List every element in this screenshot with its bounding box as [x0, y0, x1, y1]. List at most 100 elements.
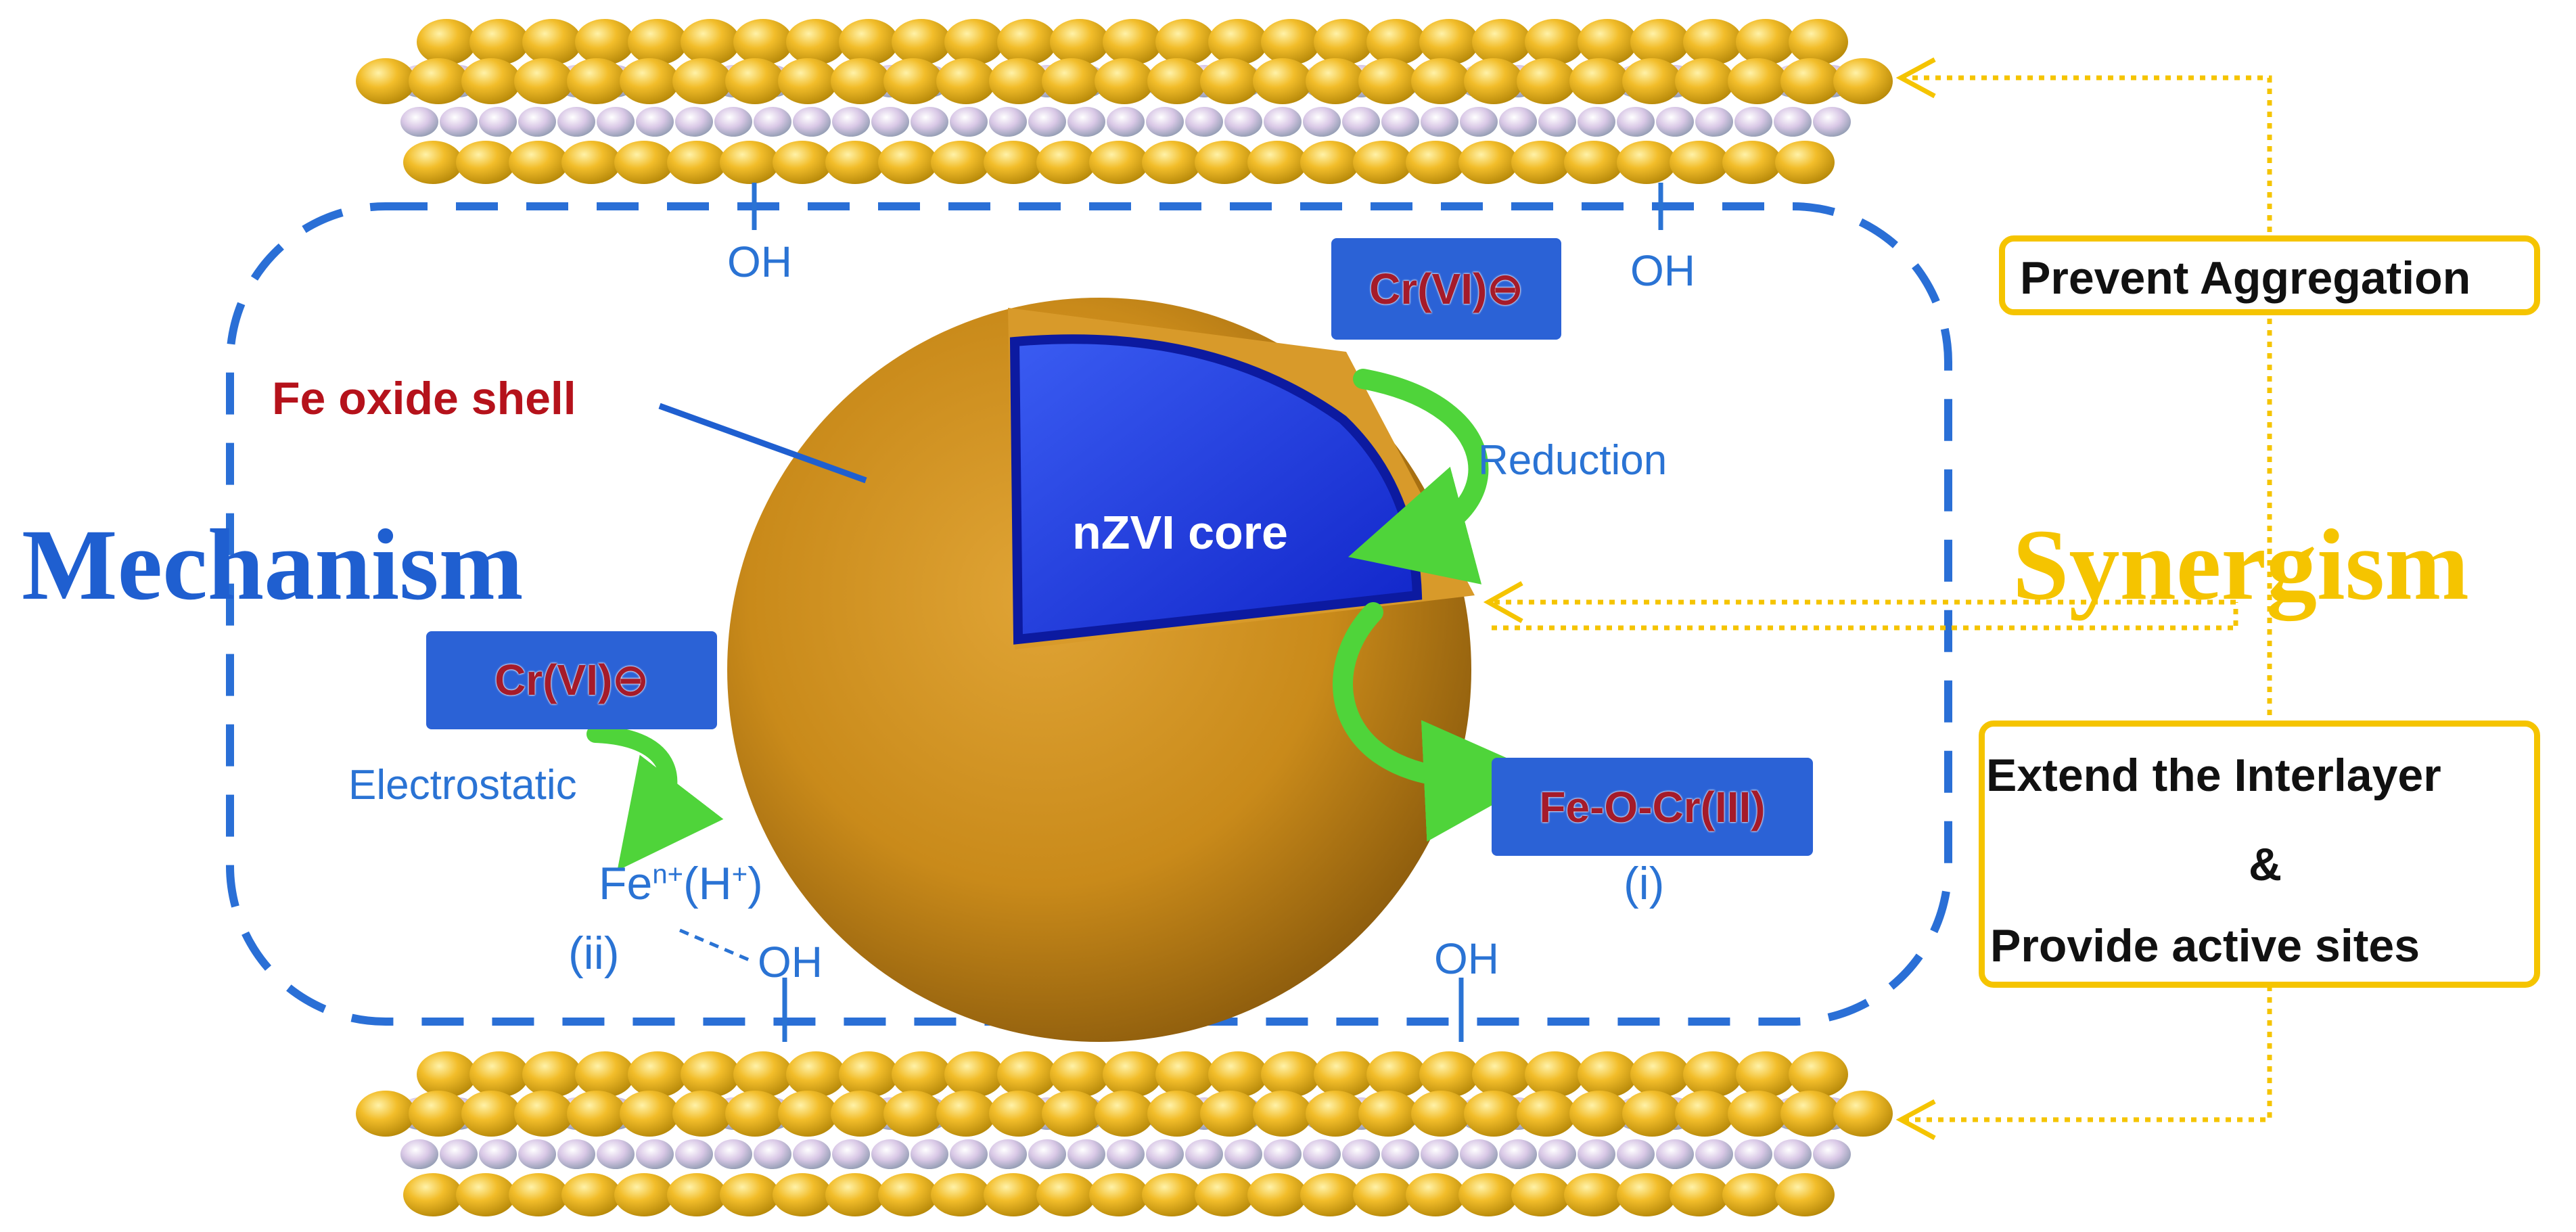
- gold-atom: [403, 141, 463, 184]
- gold-atom: [931, 141, 990, 184]
- gold-atom: [720, 141, 779, 184]
- gold-atom: [1261, 1051, 1320, 1097]
- shell-pointer-line: [658, 403, 867, 484]
- pearl-atom: [1460, 107, 1498, 137]
- synergism-connector-top: [1901, 75, 2272, 1122]
- pearl-atom: [1421, 107, 1458, 137]
- gold-atom: [1103, 19, 1162, 65]
- pearl-atom: [675, 107, 713, 137]
- gold-atom: [1089, 1173, 1149, 1216]
- gold-atom: [522, 1051, 582, 1097]
- reduction-label: Reduction: [1478, 437, 1668, 484]
- pearl-atom: [1224, 1139, 1262, 1169]
- electrostatic-label: Electrostatic: [348, 762, 577, 808]
- gold-atom: [1833, 58, 1893, 104]
- pearl-atom: [518, 1139, 556, 1169]
- gold-atom: [733, 19, 793, 65]
- pearl-atom: [1656, 1139, 1694, 1169]
- pearl-atom: [1421, 1139, 1458, 1169]
- bottom-clay-layer: [356, 1051, 1893, 1216]
- gold-atom: [356, 58, 415, 104]
- gold-atom: [1569, 1091, 1629, 1137]
- gold-atom: [725, 1091, 785, 1137]
- pearl-atom: [754, 107, 791, 137]
- gold-atom: [1722, 1173, 1782, 1216]
- pearl-atom: [1146, 107, 1184, 137]
- gold-atom: [733, 1051, 793, 1097]
- gold-atom: [1511, 141, 1571, 184]
- fe-charge: n+: [652, 859, 683, 890]
- gold-atom: [1247, 141, 1307, 184]
- gold-atom: [1525, 19, 1584, 65]
- gold-atom: [403, 1173, 463, 1216]
- pearl-atom: [1185, 1139, 1223, 1169]
- gold-atom: [1517, 58, 1576, 104]
- interlayer-box: Extend the Interlayer & Provide active s…: [1979, 721, 2540, 988]
- pearl-atom: [1107, 107, 1145, 137]
- gold-atom: [1208, 19, 1268, 65]
- gold-atom: [1200, 1091, 1260, 1137]
- fe-ion-label: Fen+(H+): [599, 861, 763, 907]
- synergism-title: Synergism: [2013, 509, 2469, 621]
- gold-atom: [1103, 1051, 1162, 1097]
- pearl-atom: [1774, 1139, 1812, 1169]
- gold-atom: [561, 1173, 621, 1216]
- fe-oh-dashed-link: [679, 928, 752, 963]
- pearl-atom: [1067, 1139, 1105, 1169]
- pearl-atom: [1734, 1139, 1772, 1169]
- nzvi-core-label: nZVI core: [1072, 506, 1288, 559]
- gold-atom: [1789, 1051, 1848, 1097]
- gold-atom: [1306, 1091, 1365, 1137]
- pearl-atom: [1067, 107, 1105, 137]
- pearl-atom: [440, 107, 478, 137]
- gold-atom: [1775, 141, 1835, 184]
- gold-atom: [1630, 19, 1690, 65]
- gold-atom: [681, 1051, 740, 1097]
- pearl-atom: [440, 1139, 478, 1169]
- gold-atom: [469, 19, 529, 65]
- pearl-atom: [636, 107, 674, 137]
- gold-atom: [1419, 1051, 1479, 1097]
- pearl-atom: [714, 1139, 752, 1169]
- pearl-atom: [1774, 107, 1812, 137]
- gold-atom: [1780, 58, 1840, 104]
- provide-sites-text: Provide active sites: [1990, 920, 2420, 972]
- pearl-atom: [518, 107, 556, 137]
- gold-atom: [839, 19, 898, 65]
- gold-atom: [1358, 58, 1418, 104]
- gold-atom: [1472, 19, 1532, 65]
- gold-atom: [456, 1173, 515, 1216]
- pearl-atom: [950, 1139, 988, 1169]
- gold-atom: [1300, 141, 1360, 184]
- gold-atom: [1736, 19, 1795, 65]
- gold-atom: [567, 1091, 626, 1137]
- pearl-atom: [754, 1139, 791, 1169]
- gold-atom: [936, 1091, 996, 1137]
- gold-atom: [1525, 1051, 1584, 1097]
- gold-atom: [681, 19, 740, 65]
- gold-atom: [831, 58, 890, 104]
- gold-atom: [1147, 58, 1207, 104]
- gold-atom: [1780, 1091, 1840, 1137]
- gold-atom: [883, 58, 943, 104]
- pearl-atom: [1224, 107, 1262, 137]
- gold-atom: [1419, 19, 1479, 65]
- product-arrow: [1333, 602, 1546, 842]
- fe-o-cr3-chip-text: Fe-O-Cr(III): [1539, 782, 1766, 831]
- gold-atom: [1775, 1173, 1835, 1216]
- prevent-aggregation-box: Prevent Aggregation: [1999, 235, 2540, 315]
- gold-atom: [944, 1051, 1004, 1097]
- gold-atom: [1142, 1173, 1201, 1216]
- gold-atom: [1833, 1091, 1893, 1137]
- gold-atom: [892, 19, 951, 65]
- gold-atom: [1728, 1091, 1787, 1137]
- gold-atom: [1036, 141, 1096, 184]
- extend-interlayer-text: Extend the Interlayer: [1986, 750, 2441, 801]
- pearl-atom: [950, 107, 988, 137]
- gold-atom: [778, 58, 837, 104]
- gold-atom: [620, 58, 679, 104]
- gold-atom: [409, 58, 468, 104]
- gold-atom: [1630, 1051, 1690, 1097]
- gold-atom: [1095, 58, 1154, 104]
